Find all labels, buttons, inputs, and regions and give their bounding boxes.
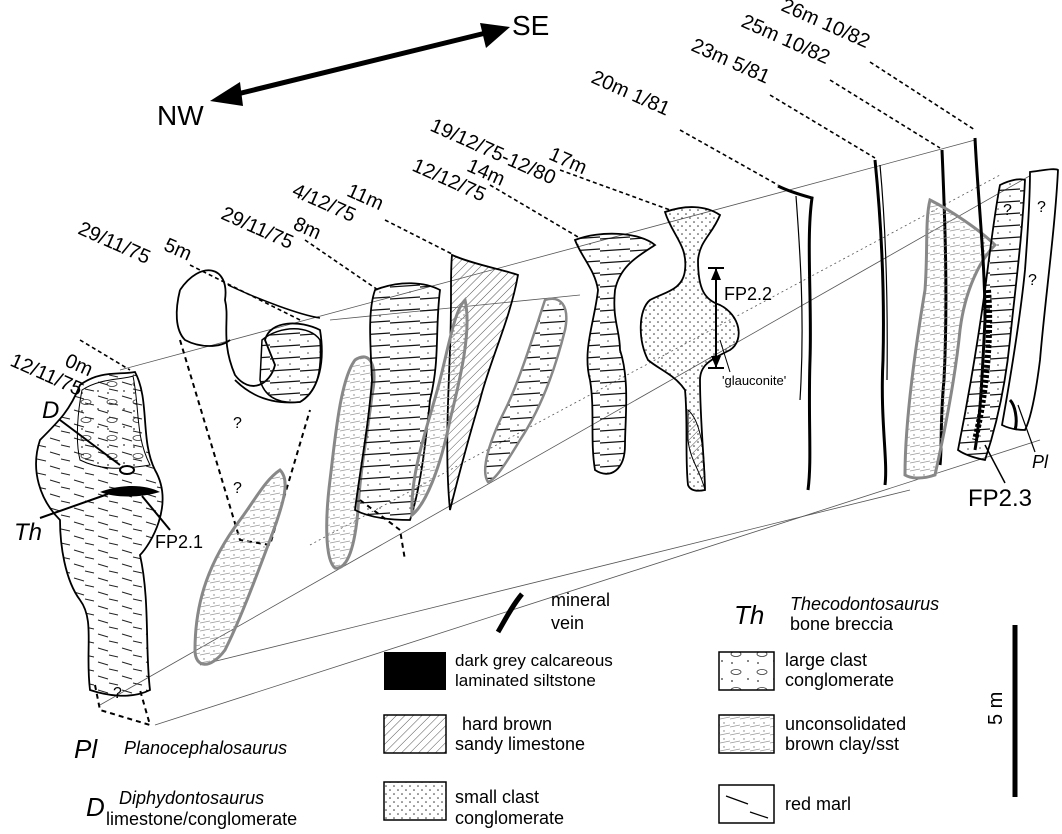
legend-d-name: Diphydontosaurus	[119, 788, 264, 808]
section-23m	[875, 160, 887, 485]
limestone-swatch	[384, 715, 446, 753]
section-8m	[327, 283, 440, 568]
fp23-leader	[985, 445, 1005, 483]
unconsolidated-swatch	[719, 715, 774, 753]
question-mark: ?	[113, 685, 122, 702]
siltstone-swatch	[384, 652, 446, 690]
section-leaders	[80, 62, 975, 370]
question-mark: ?	[1003, 202, 1012, 219]
section-label-7: 23m 5/81	[688, 34, 773, 88]
scale-bar: 5 m	[985, 625, 1015, 797]
legend-th-name: Thecodontosaurus	[790, 594, 939, 614]
red-marl-label: red marl	[785, 794, 851, 814]
section-20m	[778, 186, 812, 490]
section-label-1: 5m 29/11/75	[75, 199, 195, 283]
section-lens-left	[195, 470, 285, 664]
svg-text:8m: 8m	[290, 213, 324, 244]
fp21-label: FP2.1	[155, 532, 203, 552]
section-label-6: 20m 1/81	[588, 66, 673, 120]
legend-d-desc: limestone/conglomerate	[106, 809, 297, 829]
question-mark: ?	[1028, 272, 1037, 289]
svg-text:29/11/75: 29/11/75	[218, 203, 297, 254]
se-label: SE	[512, 10, 549, 41]
legend-th-code: Th	[734, 600, 764, 630]
glauconite-label: 'glauconite'	[722, 373, 786, 388]
svg-text:23m 5/81: 23m 5/81	[688, 34, 773, 88]
svg-text:20m 1/81: 20m 1/81	[588, 66, 673, 120]
section-17m	[641, 207, 739, 491]
svg-text:29/11/75: 29/11/75	[75, 218, 154, 269]
large-clast-swatch	[719, 652, 774, 690]
nw-label: NW	[157, 100, 204, 131]
fp22-label: FP2.2	[724, 284, 772, 304]
question-mark: ?	[233, 480, 242, 497]
legend-d-code: D	[86, 792, 105, 822]
orientation-arrow	[210, 23, 510, 106]
section-26m	[958, 138, 1058, 460]
legend-pl-name: Planocephalosaurus	[124, 738, 287, 758]
scale-bar-label: 5 m	[985, 692, 1007, 725]
th-marker: Th	[14, 519, 42, 546]
svg-text:5m: 5m	[161, 234, 195, 265]
legend-th-desc: bone breccia	[790, 614, 894, 634]
small-clast-swatch	[384, 782, 446, 820]
legend-pl-code: Pl	[74, 734, 98, 764]
section-5m	[177, 270, 322, 545]
pl-marker: Pl	[1032, 452, 1049, 472]
section-0m	[36, 372, 162, 725]
section-14m	[575, 234, 655, 474]
question-mark: ?	[233, 415, 242, 432]
question-mark: ?	[1037, 199, 1046, 216]
fp23-label: FP2.3	[968, 485, 1032, 512]
d-marker: D	[42, 397, 59, 424]
